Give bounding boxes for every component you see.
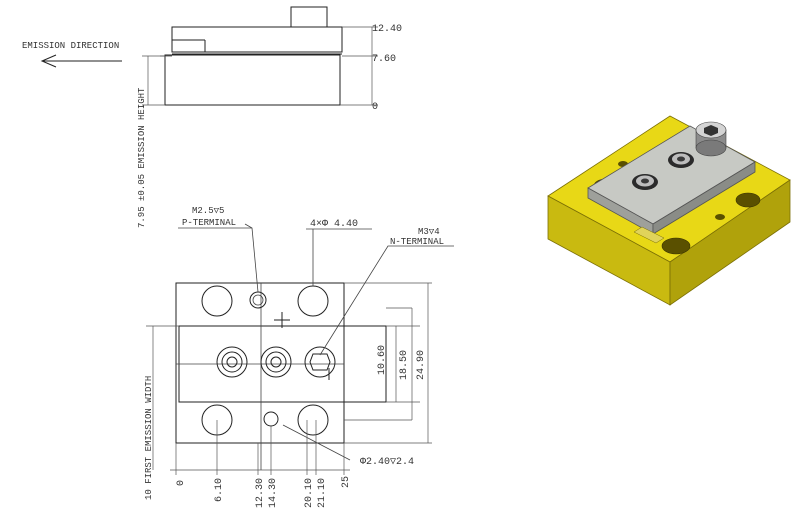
x-0: 0	[176, 480, 187, 486]
mount-hole-top-right	[297, 285, 329, 317]
first-emission-width-label: 10 FIRST EMISSION WIDTH	[144, 376, 154, 500]
side-body	[164, 54, 341, 106]
side-screw-head	[290, 6, 328, 28]
p-thread-label: M2.5▽5	[192, 206, 224, 216]
height-0: 0	[372, 102, 378, 113]
n-terminal-label: N-TERMINAL	[390, 237, 444, 247]
screw-middle	[260, 346, 292, 378]
x-12-30: 12.30	[255, 478, 266, 508]
dim-24-90: 24.90	[416, 350, 427, 380]
n-terminal-screw	[304, 346, 336, 380]
screw-left	[216, 346, 248, 378]
iso-screw-1	[632, 174, 658, 190]
emission-arrow	[40, 54, 122, 68]
iso-screw-2	[668, 152, 694, 168]
mount-hole-bottom-right	[297, 404, 329, 436]
x-6-10: 6.10	[214, 478, 225, 502]
x-21-10: 21.10	[317, 478, 328, 508]
emission-height-label: 7.95 ±0.05 EMISSION HEIGHT	[137, 87, 147, 228]
emission-direction-label: EMISSION DIRECTION	[22, 41, 119, 51]
x-14-30: 14.30	[268, 478, 279, 508]
x-20-10: 20.10	[304, 478, 315, 508]
pin-hole-label: Φ2.40▽2.4	[360, 457, 414, 468]
isometric-render	[547, 115, 791, 306]
body-right-face	[669, 179, 791, 306]
iso-plate-right	[652, 161, 756, 235]
height-12-40: 12.40	[372, 24, 402, 35]
side-view: EMISSION DIRECTION 12.40 7.60 0 7.95 ±0.…	[22, 6, 402, 228]
iso-hole-front	[661, 237, 691, 255]
x-25: 25	[341, 476, 352, 488]
pin-hole	[263, 411, 279, 427]
height-7-60: 7.60	[372, 54, 396, 65]
n-thread-label: M3▽4	[418, 227, 440, 237]
dim-18-50: 18.50	[399, 350, 410, 380]
p-terminal-label: P-TERMINAL	[182, 218, 236, 228]
p-terminal-hole	[249, 291, 267, 309]
iso-n-terminal-screw	[695, 121, 727, 157]
top-view: M2.5▽5 P-TERMINAL 4×Φ 4.40 M3▽4 N-TERMIN…	[144, 206, 454, 508]
hole-callout-label: 4×Φ 4.40	[310, 219, 358, 230]
iso-chip	[633, 226, 665, 244]
iso-hole-right	[735, 192, 761, 208]
dim-10-60: 10.60	[377, 345, 388, 375]
mount-hole-top-left	[201, 285, 233, 317]
top-outline	[175, 282, 345, 444]
iso-pin-hole	[715, 214, 725, 220]
